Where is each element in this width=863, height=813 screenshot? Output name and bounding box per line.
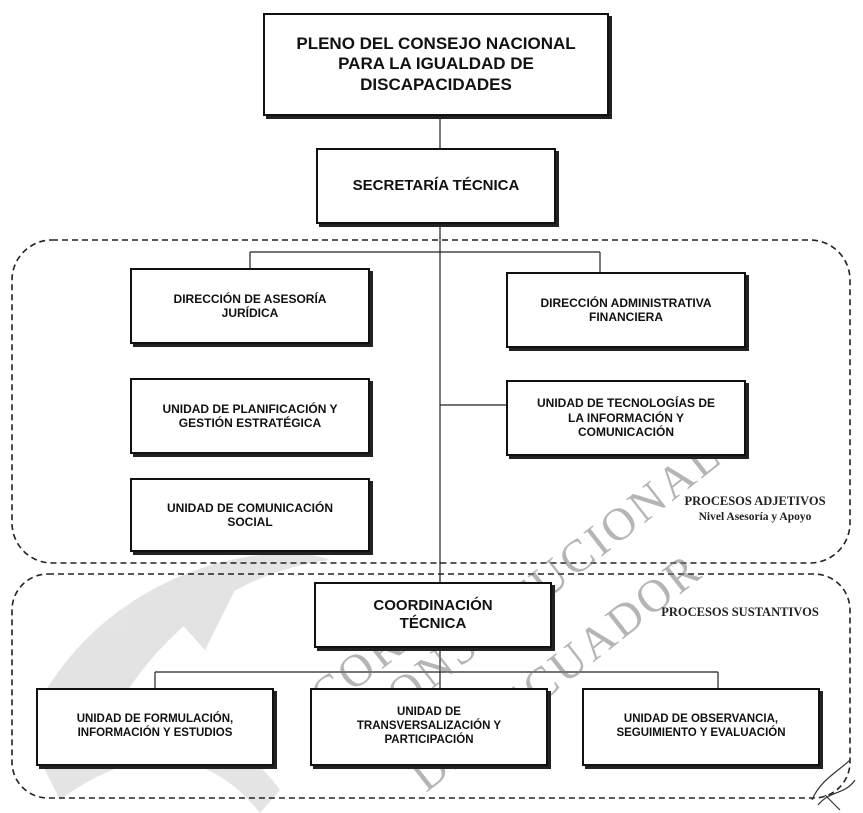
tecnologias-line-3: COMUNICACIÓN [578,425,674,440]
pleno-line-3: DISCAPACIDADES [360,74,512,94]
comunicacion-line-1: UNIDAD DE COMUNICACIÓN [167,500,333,515]
secretaria-tecnica-label: SECRETARÍA TÉCNICA [352,177,520,194]
unidad-tecnologias-box: UNIDAD DE TECNOLOGÍAS DE LA INFORMACIÓN … [506,380,746,456]
direccion-juridica-line-2: JURÍDICA [221,306,279,320]
coordinacion-line-1: COORDINACIÓN [373,597,493,614]
tecnologias-line-1: UNIDAD DE TECNOLOGÍAS DE [536,396,715,411]
observancia-line-2: SEGUIMIENTO Y EVALUACIÓN [616,727,786,739]
formulacion-line-1: UNIDAD DE FORMULACIÓN, [76,713,234,726]
procesos-adjetivos-subtitle: Nivel Asesoría y Apoyo [698,510,812,523]
coordinacion-line-2: TÉCNICA [399,615,467,632]
pleno-line-1: PLENO DEL CONSEJO NACIONAL [296,33,576,53]
unidad-transversalizacion-box: UNIDAD DE TRANSVERSALIZACIÓN Y PARTICIPA… [310,688,548,766]
pleno-line-2: PARA LA IGUALDAD DE [338,54,534,74]
direccion-administrativa-financiera-box: DIRECCIÓN ADMINISTRATIVA FINANCIERA [506,272,746,348]
observancia-line-1: UNIDAD DE OBSERVANCIA, [623,713,779,726]
formulacion-line-2: INFORMACIÓN Y ESTUDIOS [77,727,233,739]
coordinacion-tecnica-box: COORDINACIÓN TÉCNICA [314,582,552,648]
procesos-sustantivos-title: PROCESOS SUSTANTIVOS [661,605,819,619]
tecnologias-line-2: LA INFORMACIÓN Y [568,410,684,425]
direccion-financiera-line-2: FINANCIERA [589,310,663,324]
unidad-formulacion-box: UNIDAD DE FORMULACIÓN, INFORMACIÓN Y EST… [36,688,274,766]
transversalizacion-line-1: UNIDAD DE [397,706,461,719]
direccion-juridica-line-1: DIRECCIÓN DE ASESORÍA [173,291,327,306]
procesos-adjetivos-title: PROCESOS ADJETIVOS [684,494,826,508]
watermark-logo [40,553,330,813]
transversalizacion-line-3: PARTICIPACIÓN [384,733,474,746]
unidad-planificacion-box: UNIDAD DE PLANIFICACIÓN Y GESTIÓN ESTRAT… [130,378,370,454]
procesos-adjetivos-label: PROCESOS ADJETIVOS Nivel Asesoría y Apoy… [660,493,850,525]
direccion-financiera-line-1: DIRECCIÓN ADMINISTRATIVA [540,295,712,310]
secretaria-tecnica-box: SECRETARÍA TÉCNICA [316,148,556,224]
planificacion-line-2: GESTIÓN ESTRATÉGICA [178,416,322,430]
procesos-sustantivos-label: PROCESOS SUSTANTIVOS [640,604,840,621]
connector-lines [154,116,719,688]
group-adjetivos-border [11,239,851,564]
group-sustantivos-border [11,573,851,799]
unidad-observancia-box: UNIDAD DE OBSERVANCIA, SEGUIMIENTO Y EVA… [582,688,820,766]
comunicacion-line-2: SOCIAL [227,515,273,529]
planificacion-line-1: UNIDAD DE PLANIFICACIÓN Y [162,401,338,416]
direccion-asesoria-juridica-box: DIRECCIÓN DE ASESORÍA JURÍDICA [130,268,370,344]
pleno-consejo-box: PLENO DEL CONSEJO NACIONAL PARA LA IGUAL… [263,13,609,116]
signature-mark [811,759,856,811]
unidad-comunicacion-social-box: UNIDAD DE COMUNICACIÓN SOCIAL [130,478,370,552]
transversalizacion-line-2: TRANSVERSALIZACIÓN Y [356,720,502,733]
